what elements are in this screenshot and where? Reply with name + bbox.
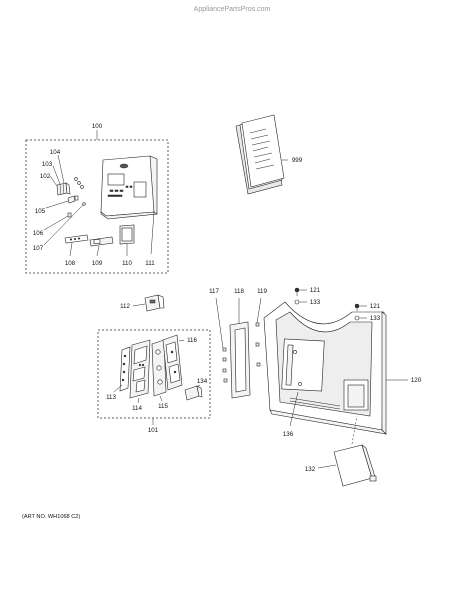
callout-100: 100 [92,123,103,130]
screw-part-121-a[interactable] [294,287,300,296]
callout-119: 119 [257,288,267,295]
callout-109: 109 [92,260,103,267]
dispenser-housing-part-120[interactable] [263,301,387,435]
buttons-part-102[interactable] [56,182,71,196]
art-number: (ART NO. WH1068 C2) [22,514,80,520]
cover-part-132[interactable] [333,444,377,487]
board-part-108[interactable] [64,234,89,244]
callout-112: 112 [120,303,130,310]
watermark: AppliancePartsPros.com [194,6,271,13]
control-housing-part-111[interactable] [100,155,158,220]
callout-113: 113 [106,394,116,401]
clips-part-119[interactable] [255,322,261,367]
board-part-114[interactable] [129,339,151,399]
callout-116: 116 [187,337,197,344]
callout-121-a: 121 [310,287,321,294]
washer-part-133-b[interactable] [354,315,360,321]
board-part-115[interactable] [151,339,167,397]
callout-132: 132 [305,466,316,473]
clips-part-117[interactable] [222,347,228,383]
module-part-110[interactable] [119,224,135,245]
callout-107: 107 [33,245,44,252]
actuator-part-105[interactable] [67,195,79,204]
connector-part-112[interactable] [144,294,165,312]
callout-117: 117 [209,288,219,295]
callout-134: 134 [197,378,208,385]
connector-part-134[interactable] [184,385,203,401]
callout-120: 120 [411,377,422,384]
group-100: 100 111 102 103 104 [25,123,169,274]
callout-106: 106 [33,230,44,237]
board-part-113[interactable] [119,346,131,392]
callout-121-b: 121 [370,303,381,310]
small-fasteners[interactable] [74,177,86,206]
callout-108: 108 [65,260,76,267]
callout-103: 103 [42,161,53,168]
callout-999: 999 [292,157,303,164]
switch-part-106[interactable] [67,212,72,218]
group-101-box [97,329,211,419]
group-100-box [25,139,169,274]
screw-part-121-b[interactable] [354,303,360,311]
callout-118: 118 [234,288,244,295]
callout-114: 114 [132,405,142,412]
callout-102: 102 [40,173,51,180]
group-101: 101 113 114 115 [97,329,211,434]
callout-136: 136 [283,431,294,438]
callout-110: 110 [122,260,132,267]
callout-104: 104 [50,149,61,156]
callout-133-b: 133 [370,315,381,322]
callout-115: 115 [158,403,168,410]
callout-133-a: 133 [310,299,321,306]
frame-part-118[interactable] [229,321,251,399]
board-part-116[interactable] [162,334,183,391]
board-part-109[interactable] [89,236,114,247]
callout-111: 111 [145,260,155,267]
callout-105: 105 [35,208,46,215]
manual-part-999[interactable] [235,114,285,195]
washer-part-133-a[interactable] [294,299,300,305]
callout-101: 101 [148,427,159,434]
